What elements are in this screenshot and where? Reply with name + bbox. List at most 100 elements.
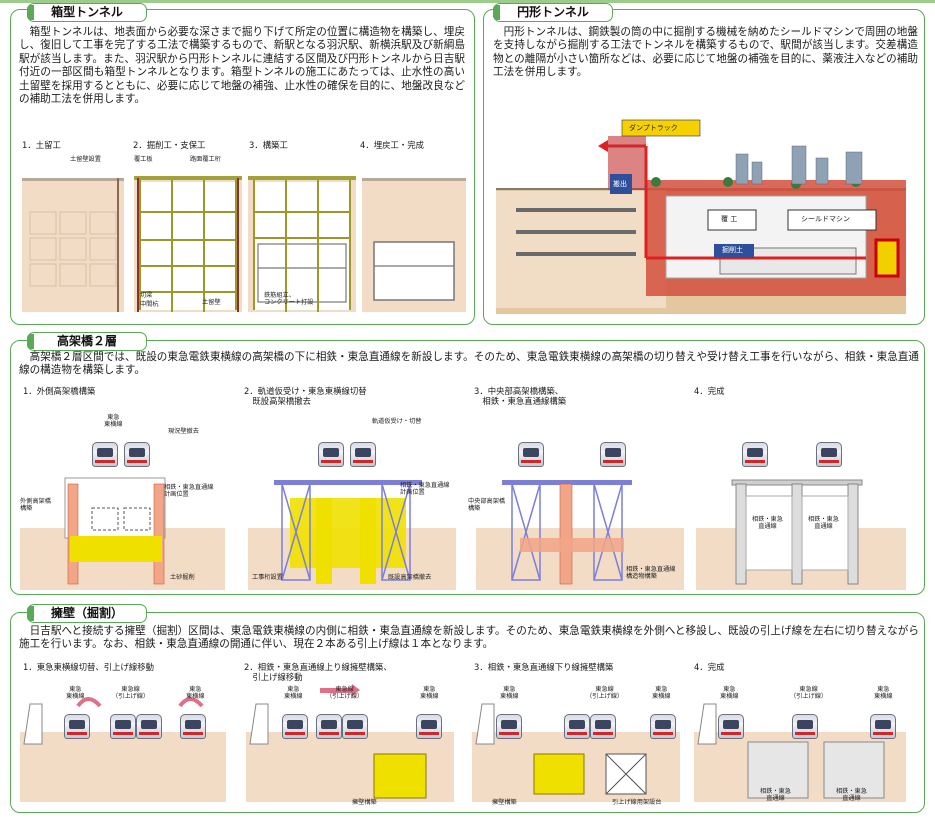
label-toyoko-line-4: 東急 東横線 (420, 686, 439, 701)
retaining-wall-diagrams: 東急 東横線 東急線 （引上げ線） 東急 東横線 東急 東横線 東急線 （引上げ… (20, 684, 920, 810)
label-pull-line-4: 東急線 （引上げ線） (790, 686, 828, 701)
viaduct-stage-4 (731, 479, 863, 585)
train-toyoko (518, 442, 544, 467)
label-toyoko-line-8: 東急 東横線 (874, 686, 893, 701)
train-toyoko (600, 442, 626, 467)
title-marker (27, 606, 34, 621)
label-outer-viaduct: 外側高架橋 構築 (20, 498, 51, 513)
title-marker (27, 334, 34, 349)
title-marker (27, 5, 34, 20)
train (590, 714, 616, 739)
wall-step-2: 2．相鉄・東急直通線上り線擁壁構築、 引上げ線移動 (244, 662, 392, 682)
viaduct-step-2: 2．軌道仮受け・東急東横線切替 既設高架橋撤去 (244, 386, 367, 406)
train (110, 714, 136, 739)
label-rebar-concrete: 鉄筋組立、 コンクリート打設 (264, 292, 314, 307)
box-stage-2 (134, 176, 242, 312)
label-lining: 覆 工 (721, 215, 738, 223)
box-step-1: 1．土留工 (22, 140, 61, 150)
box-step-2: 2．掘削工・支保工 (133, 140, 206, 150)
viaduct-stage-3 (502, 480, 632, 585)
viaduct-diagram-svg (20, 477, 906, 590)
label-retaining-wall: 土留壁 (202, 299, 221, 306)
label-planned-position-2: 相鉄・東急直通線 計画位置 (400, 482, 450, 497)
train-toyoko (318, 442, 344, 467)
box-step-4: 4．埋戻工・完成 (360, 140, 424, 150)
box-tunnel-title: 箱型トンネル (27, 3, 147, 22)
label-wall-build-2: 擁壁構築 (492, 799, 517, 806)
label-road-girder: 路面覆工桁 (190, 156, 221, 163)
label-parapet-removal: 現況壁撤去 (168, 428, 199, 435)
train (792, 714, 818, 739)
label-girder-install: 工事桁設置 (252, 574, 283, 581)
viaduct-step-1: 1．外側高架橋構築 (23, 386, 96, 396)
label-pull-line-base: 引上げ線用架設台 (612, 799, 662, 806)
train-toyoko (350, 442, 376, 467)
viaduct-title: 高架橋２層 (27, 332, 147, 351)
label-excavation: 土砂掘削 (170, 574, 195, 581)
title-marker (493, 5, 500, 20)
label-toyoko-line: 東急 東横線 (104, 414, 123, 429)
train-toyoko (92, 442, 118, 467)
box-stage-4 (362, 178, 466, 312)
label-carry-out: 搬出 (613, 180, 627, 188)
label-old-viaduct-removal: 既設高架橋撤去 (388, 574, 432, 581)
label-pull-line-2: 東急線 （引上げ線） (326, 686, 364, 701)
train (650, 714, 676, 739)
label-wall-build: 擁壁構築 (352, 799, 377, 806)
viaduct-step-3: 3．中央部高架橋構築、 相鉄・東急直通線構築 (474, 386, 567, 406)
train (342, 714, 368, 739)
box-stage-3 (248, 176, 356, 312)
label-toyoko-line-7: 東急 東横線 (720, 686, 739, 701)
train (416, 714, 442, 739)
viaduct-description: 高架橋２層区間では、既設の東急電鉄東横線の高架橋の下に相鉄・東急直通線を新設しま… (19, 351, 919, 377)
box-step-3: 3．構築工 (249, 140, 288, 150)
train (180, 714, 206, 739)
label-direct-line-1: 相鉄・東急 直通線 (752, 516, 783, 531)
box-tunnel-diagram-svg (22, 176, 466, 312)
viaduct-stage-1 (64, 477, 166, 585)
shield-diagram-svg (496, 119, 906, 314)
box-tunnel-diagrams: 土留壁設置 覆工板 路面覆工桁 切梁 中間杭 土留壁 鉄筋組立、 コンクリート打… (22, 152, 472, 317)
train-toyoko (816, 442, 842, 467)
label-direct-line-1: 相鉄・東急 直通線 (760, 788, 791, 803)
label-temp-support: 軌道仮受け・切替 (372, 418, 422, 425)
label-shield-machine: シールドマシン (801, 215, 850, 223)
train-toyoko (742, 442, 768, 467)
train (282, 714, 308, 739)
label-pull-line: 東急線 （引上げ線） (112, 686, 150, 701)
label-direct-line-2: 相鉄・東急 直通線 (836, 788, 867, 803)
train (64, 714, 90, 739)
label-toyoko-line-3: 東急 東横線 (284, 686, 303, 701)
retaining-wall-title: 擁壁（掘割） (27, 604, 147, 623)
label-mid-pile: 中間杭 (140, 301, 159, 308)
label-toyoko-line: 東急 東横線 (66, 686, 85, 701)
train (870, 714, 896, 739)
label-dump-truck: ダンプトラック (629, 124, 678, 132)
top-accent-line (0, 0, 935, 3)
train (316, 714, 342, 739)
label-strut: 切梁 (140, 292, 153, 299)
viaduct-stage-2 (274, 480, 422, 584)
viaduct-diagrams: 東急 東横線 現況壁撤去 相鉄・東急直通線 計画位置 外側高架橋 構築 土砂掘削… (20, 408, 920, 590)
label-direct-line-structure: 相鉄・東急直通線 構造物構築 (626, 566, 676, 581)
viaduct-step-4: 4．完成 (694, 386, 725, 396)
label-central-viaduct: 中央部高架橋 構築 (468, 498, 506, 513)
box-tunnel-description: 箱型トンネルは、地表面から必要な深さまで掘り下げて所定の位置に構造物を構築し、埋… (19, 26, 465, 106)
box-stage-1 (22, 178, 124, 312)
shield-tunnel-description: 円形トンネルは、鋼鉄製の筒の中に掘削する機械を納めたシールドマシンで周囲の地盤を… (493, 26, 918, 79)
label-toyoko-line-5: 東急 東横線 (500, 686, 519, 701)
wall-step-1: 1．東急東横線切替、引上げ線移動 (23, 662, 154, 672)
train-toyoko (124, 442, 150, 467)
label-excavated-soil: 掘削土 (722, 246, 743, 254)
label-planned-position: 相鉄・東急直通線 計画位置 (164, 484, 214, 499)
train (718, 714, 744, 739)
train (496, 714, 522, 739)
retaining-wall-diagram-svg (20, 684, 906, 802)
shield-tunnel-title: 円形トンネル (493, 3, 613, 22)
label-toyoko-line-6: 東急 東横線 (652, 686, 671, 701)
label-deck-plate: 覆工板 (134, 156, 153, 163)
wall-step-3: 3．相鉄・東急直通線下り線擁壁構築 (474, 662, 614, 672)
wall-step-4: 4．完成 (694, 662, 725, 672)
train (564, 714, 590, 739)
label-retaining-install: 土留壁設置 (70, 156, 101, 163)
